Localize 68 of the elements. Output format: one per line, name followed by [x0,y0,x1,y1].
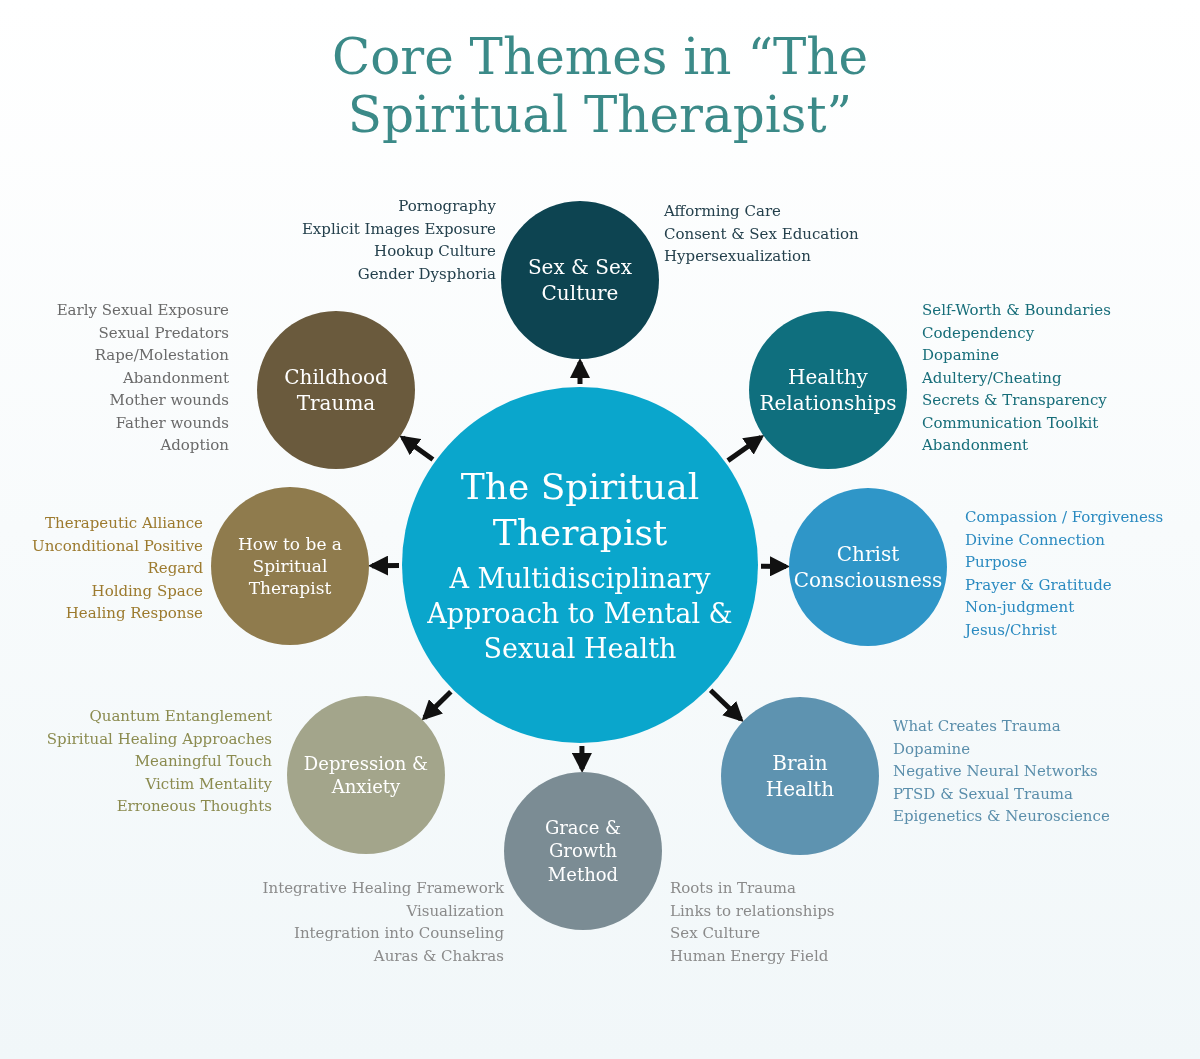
topic-item: Therapeutic Alliance [44,513,203,534]
circle-title: Healthy Relationships [759,364,897,416]
arrow [570,358,590,384]
arrow [571,746,592,773]
circle-title: How to be a Spiritual Therapist [237,532,343,600]
topic-item: Meaningful Touch [133,751,272,772]
topic-item: Hypersexualization [664,246,812,267]
topic-item: Non-judgment [965,597,1076,618]
topic-item: Afforming Care [664,201,782,222]
topic-item: Integration into Counseling [292,923,504,944]
circle-title: Brain Health [764,750,836,802]
arrow [761,556,790,577]
arrow [421,690,453,721]
topic-item: Quantum Entanglement [88,706,272,727]
topic-item: Erroneous Thoughts [115,796,272,817]
topic-item: Healing Response [64,603,203,624]
circle-title: Grace & Growth Method [543,815,623,887]
topic-item: Adultery/Cheating [922,367,1063,389]
topic-item: Auras & Chakras [372,945,504,967]
topic-item: Jesus/Christ [965,619,1058,641]
topic-item: Father wounds [114,412,229,434]
topic-item: Mother wounds [108,390,229,411]
topic-item: Spiritual Healing Approaches [45,728,272,750]
arrow [399,435,435,462]
topic-item: Divine Connection [965,529,1107,551]
topic-item: Sexual Predators [97,322,229,344]
circle-title: The Spiritual Therapist [459,464,701,556]
topic-item: Links to relationships [670,900,836,922]
topic-item: Unconditional Positive Regard [31,535,203,579]
topic-item: Dopamine [893,738,972,760]
topic-item: Compassion / Forgiveness [965,507,1165,528]
topic-item: Hookup Culture [373,241,496,262]
topic-item: Epigenetics & Neuroscience [893,806,1111,827]
arrow [708,688,744,722]
topic-item: Victim Mentality [144,773,272,795]
topic-item: Rape/Molestation [93,345,229,366]
arrow [368,555,399,576]
topic-item: Gender Dysphoria [356,263,496,285]
circle-title: Sex & Sex Culture [526,254,634,306]
topic-item: Abandonment [121,367,229,389]
topic-item: Purpose [965,552,1029,573]
title: Core Themes in “The Spiritual Therapist” [330,28,870,144]
circle-subtitle: A Multidisciplinary Approach to Mental & Sexual Health [426,562,734,667]
arrow [726,435,765,463]
circle-title: Depression & Anxiety [302,751,430,799]
topic-item: Secrets & Transparency [922,390,1108,411]
topic-item: Roots in Trauma [670,878,798,899]
circle-title: Childhood Trauma [283,364,389,416]
topic-item: Adoption [159,435,229,456]
topic-item: Visualization [405,900,504,922]
topic-item: Integrative Healing Framework [261,878,504,899]
topic-item: Prayer & Gratitude [965,574,1113,596]
topic-item: Negative Neural Networks [893,761,1099,782]
topic-item: Communication Toolkit [922,412,1100,434]
topic-item: PTSD & Sexual Trauma [893,783,1074,805]
topic-item: Abandonment [922,435,1030,456]
topic-item: Human Energy Field [670,945,830,967]
topic-item: What Creates Trauma [893,716,1062,737]
topic-item: Early Sexual Exposure [55,300,229,321]
topic-item: Holding Space [90,580,203,602]
topic-item: Consent & Sex Education [664,223,860,245]
topic-item: Self-Worth & Boundaries [922,300,1112,321]
topic-item: Explicit Images Exposure [300,218,496,240]
topic-item: Pornography [397,196,496,217]
circle-title: Christ Consciousness [793,541,943,593]
topic-item: Dopamine [922,345,1001,366]
topic-item: Codependency [922,322,1036,344]
topic-item: Sex Culture [670,923,762,944]
